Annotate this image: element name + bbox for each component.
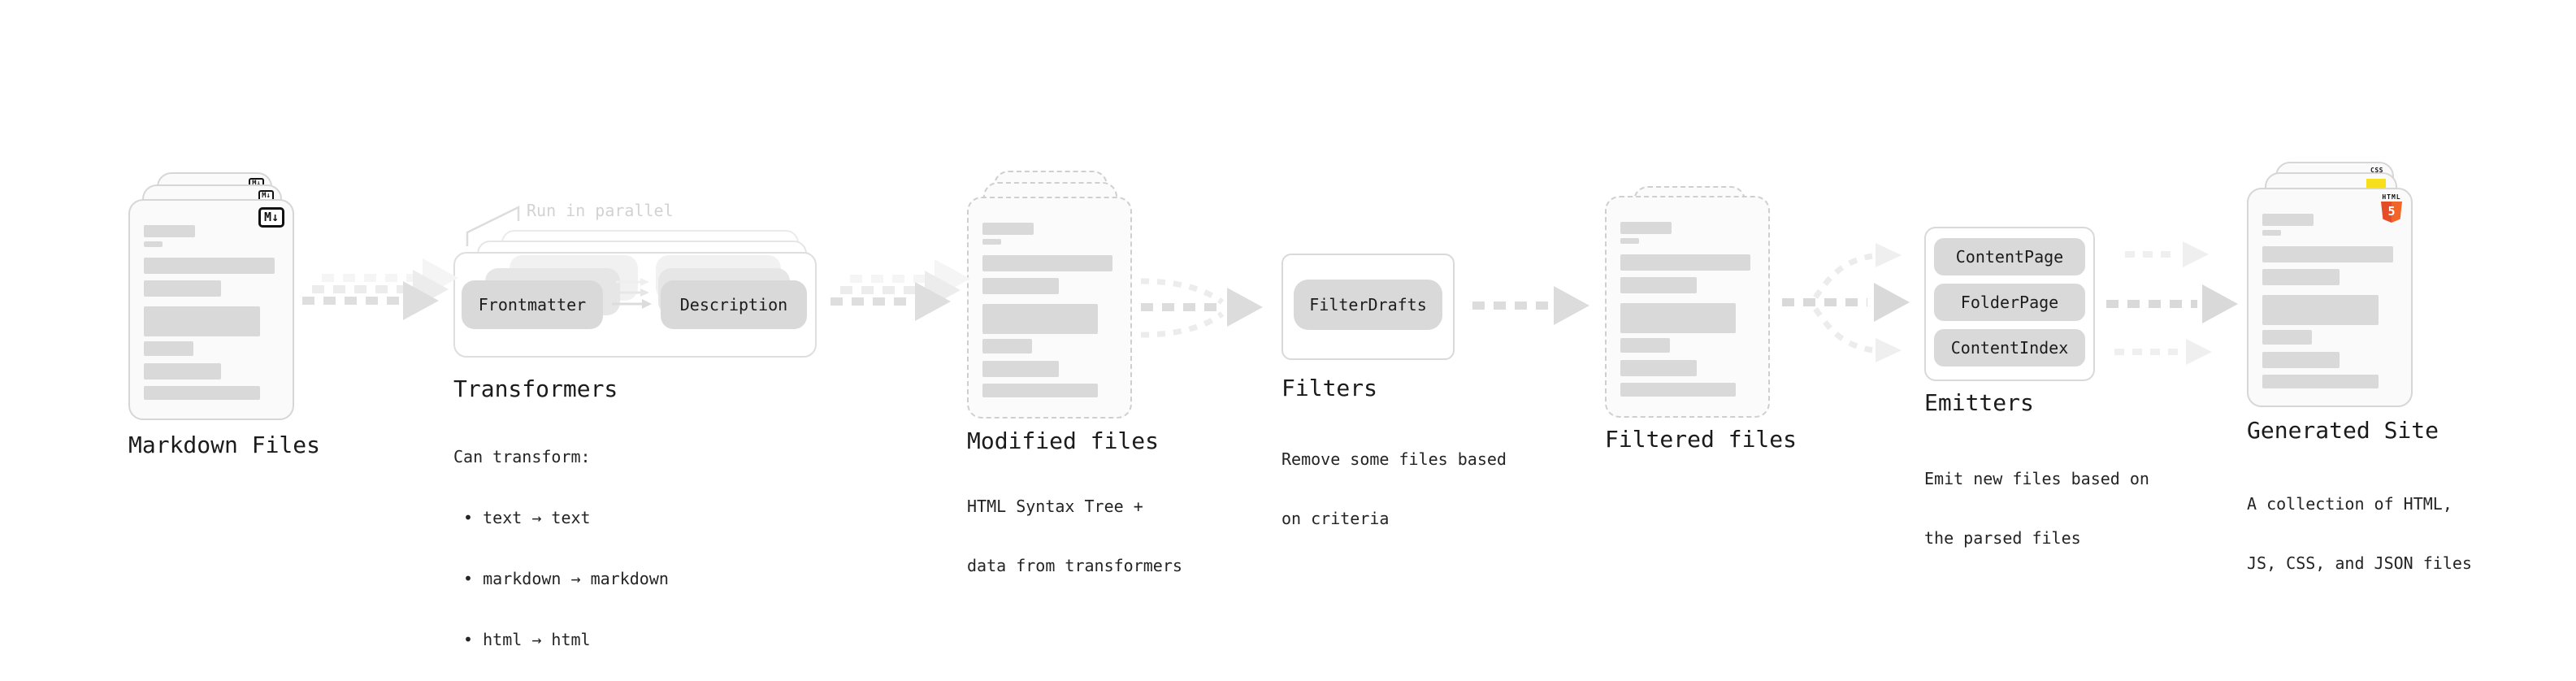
stage-desc-generated-site: A collection of HTML, JS, CSS, and JSON … — [2247, 455, 2472, 613]
css-icon-text: CSS — [2370, 167, 2383, 174]
stage-desc-emitters: Emit new files based on the parsed files — [1924, 430, 2149, 588]
doc-content-placeholder — [1620, 222, 1754, 397]
stage-title-filtered-files: Filtered files — [1605, 426, 1798, 453]
arrow-markdown-to-transformers — [302, 258, 458, 320]
arrow-transformers-to-modified — [830, 259, 970, 321]
stage-title-markdown-files: Markdown Files — [128, 432, 321, 458]
html5-icon-shield: 5 — [2381, 202, 2402, 223]
frontmatter-pill: Frontmatter — [462, 280, 603, 329]
arrow-modified-to-filters — [1140, 278, 1263, 338]
filter-drafts-pill: FilterDrafts — [1294, 280, 1442, 330]
desc-line: Remove some files based — [1281, 449, 1507, 469]
doc-content-placeholder — [2262, 214, 2397, 388]
content-page-pill: ContentPage — [1934, 238, 2085, 275]
description-pill: Description — [661, 280, 807, 329]
run-in-parallel-label: Run in parallel — [527, 201, 674, 220]
desc-line: Can transform: — [453, 447, 591, 466]
desc-line: on criteria — [1281, 509, 1390, 528]
stage-title-generated-site: Generated Site — [2247, 417, 2439, 444]
stage-title-emitters: Emitters — [1924, 389, 2034, 416]
modified-doc-front — [967, 197, 1132, 419]
stage-title-transformers: Transformers — [453, 375, 618, 402]
markdown-icon: M↓ — [258, 207, 284, 228]
stage-desc-transformers: Can transform: • text → text • markdown … — [453, 407, 669, 681]
desc-line: JS, CSS, and JSON files — [2247, 553, 2472, 573]
generated-doc-html: HTML 5 — [2247, 188, 2413, 407]
stage-title-filters: Filters — [1281, 375, 1378, 401]
markdown-doc-front: M↓ — [128, 199, 294, 420]
html5-icon: HTML 5 — [2380, 193, 2403, 223]
desc-line: • html → html — [453, 630, 591, 649]
arrow-filters-to-filtered — [1472, 286, 1589, 325]
html5-icon-text: HTML — [2382, 193, 2401, 201]
stage-desc-filters: Remove some files based on criteria — [1281, 410, 1507, 568]
doc-content-placeholder — [144, 225, 279, 400]
stage-title-modified-files: Modified files — [967, 427, 1160, 454]
stage-desc-modified-files: HTML Syntax Tree + data from transformer… — [967, 458, 1182, 615]
desc-line: • markdown → markdown — [453, 569, 669, 588]
desc-line: A collection of HTML, — [2247, 494, 2452, 514]
folder-page-pill: FolderPage — [1934, 284, 2085, 321]
arrows-emitters-to-generated — [2106, 241, 2238, 365]
desc-line: Emit new files based on — [1924, 469, 2149, 488]
desc-line: the parsed files — [1924, 528, 2081, 548]
arrow-filtered-to-emitters — [1782, 243, 1910, 362]
desc-line: • text → text — [453, 508, 591, 527]
desc-line: HTML Syntax Tree + — [967, 497, 1143, 516]
filtered-doc-front — [1605, 196, 1770, 418]
doc-content-placeholder — [982, 223, 1117, 397]
desc-line: data from transformers — [967, 556, 1182, 575]
content-index-pill: ContentIndex — [1934, 329, 2085, 367]
